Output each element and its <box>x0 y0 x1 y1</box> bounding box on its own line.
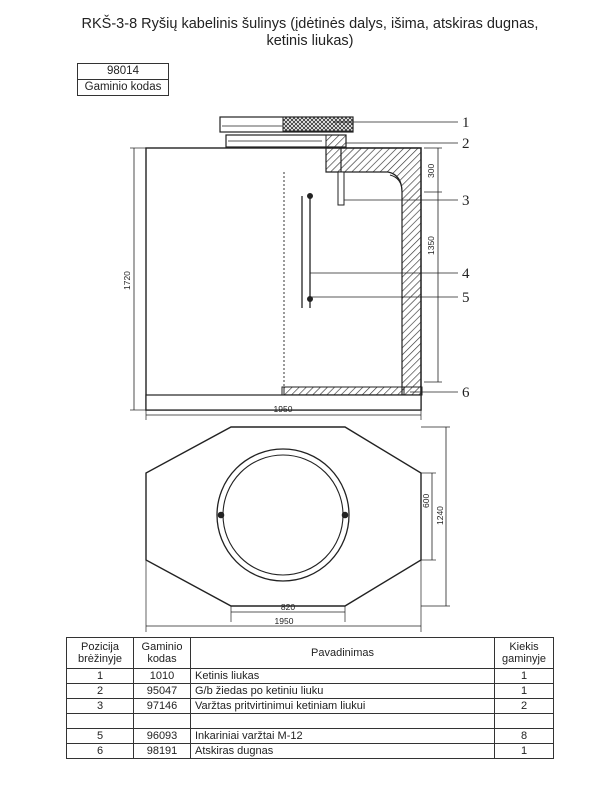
technical-drawing: 1 2 3 4 5 6 1720 300 1350 1950 1240 600 … <box>122 115 470 632</box>
cell-code <box>133 713 191 729</box>
cell-name: Ketinis liukas <box>190 668 495 684</box>
lid-section-hatch <box>282 116 354 132</box>
plan-outline <box>145 426 422 607</box>
product-code-value: 98014 <box>107 65 139 77</box>
plan-view <box>145 426 450 632</box>
cell-name: Atskiras dugnas <box>190 743 495 759</box>
callout-4: 4 <box>462 266 470 282</box>
cell-code: 1010 <box>133 668 191 684</box>
product-code-label: Gaminio kodas <box>78 79 168 95</box>
dim-plan-flat: 820 <box>281 602 295 612</box>
cell-qty: 1 <box>494 743 554 759</box>
table-row: 6 98191 Atskiras dugnas 1 <box>66 743 554 759</box>
drawing-title: RKŠ-3-8 Ryšių kabelinis šulinys (įdėtinė… <box>60 16 560 50</box>
callout-5: 5 <box>462 290 470 306</box>
cell-code: 98191 <box>133 743 191 759</box>
dim-width-total: 1950 <box>274 404 293 414</box>
callout-1: 1 <box>462 115 470 131</box>
cell-pos <box>66 713 134 729</box>
callout-2: 2 <box>462 136 470 152</box>
cell-qty <box>494 713 554 729</box>
floor-hatch <box>283 386 405 396</box>
header-code: Gaminio kodas <box>133 637 191 669</box>
table-row: 2 95047 G/b žiedas po ketiniu liuku 1 <box>66 683 554 699</box>
cell-code: 96093 <box>133 728 191 744</box>
section-view <box>130 116 458 420</box>
cell-pos: 5 <box>66 728 134 744</box>
cell-code: 97146 <box>133 698 191 714</box>
cell-qty: 2 <box>494 698 554 714</box>
cell-pos: 1 <box>66 668 134 684</box>
table-row <box>66 713 554 729</box>
dim-plan-width-total: 1950 <box>275 616 294 626</box>
cell-pos: 3 <box>66 698 134 714</box>
header-name: Pavadinimas <box>190 637 495 669</box>
title-line-1: RKŠ-3-8 Ryšių kabelinis šulinys (įdėtinė… <box>81 16 539 32</box>
header-qty: Kiekis gaminyje <box>494 637 554 669</box>
table-row: 3 97146 Varžtas pritvirtinimui ketiniam … <box>66 698 554 714</box>
cell-name: Varžtas pritvirtinimui ketiniam liukui <box>190 698 495 714</box>
dim-height-top: 300 <box>426 164 436 178</box>
cell-name <box>190 713 495 729</box>
cell-qty: 1 <box>494 668 554 684</box>
cell-pos: 2 <box>66 683 134 699</box>
header-position: Pozicija brėžinyje <box>66 637 134 669</box>
table-row: 1 1010 Ketinis liukas 1 <box>66 668 554 684</box>
cell-qty: 1 <box>494 683 554 699</box>
dim-plan-opening: 600 <box>421 494 431 508</box>
title-line-2: ketinis liukas) <box>266 33 354 49</box>
product-code-box: 98014 Gaminio kodas <box>77 63 169 96</box>
callout-3: 3 <box>462 193 470 209</box>
dim-plan-depth-total: 1240 <box>435 506 445 525</box>
opening-outer <box>216 448 350 582</box>
callout-6: 6 <box>462 385 470 401</box>
parts-table: Pozicija brėžinyje Gaminio kodas Pavadin… <box>66 637 554 759</box>
dim-height-mid: 1350 <box>426 236 436 255</box>
cell-qty: 8 <box>494 728 554 744</box>
cell-code: 95047 <box>133 683 191 699</box>
cell-pos: 6 <box>66 743 134 759</box>
cell-name: Inkariniai varžtai M-12 <box>190 728 495 744</box>
table-row: 5 96093 Inkariniai varžtai M-12 8 <box>66 728 554 744</box>
table-header-row: Pozicija brėžinyje Gaminio kodas Pavadin… <box>66 637 554 669</box>
cell-name: G/b žiedas po ketiniu liuku <box>190 683 495 699</box>
dim-height-total: 1720 <box>122 271 132 290</box>
well-body <box>145 147 422 411</box>
